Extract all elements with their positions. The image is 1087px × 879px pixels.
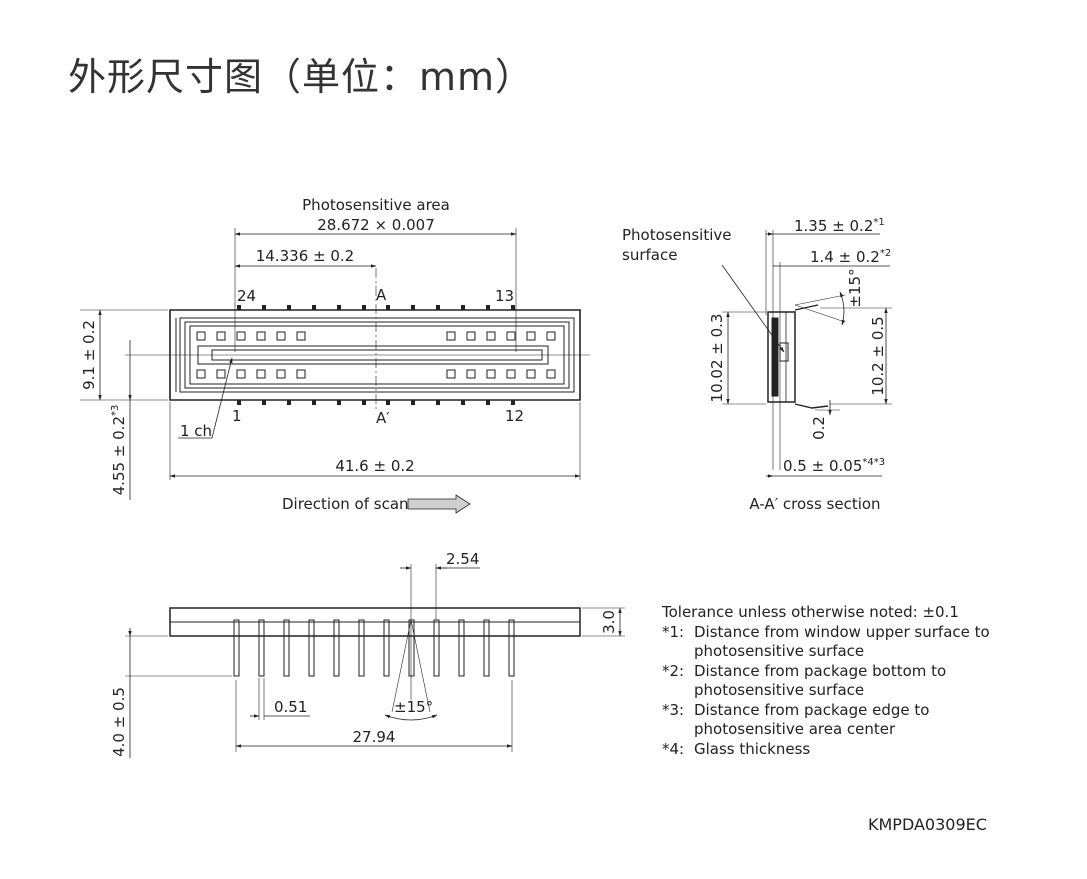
note-1: *1:Distance from window upper surface to (662, 622, 990, 641)
page-title: 外形尺寸图（单位：mm） (68, 55, 535, 99)
note-1-cont: photosensitive surface (694, 642, 865, 660)
top-view (80, 228, 590, 514)
pin-label-13: 13 (495, 287, 514, 305)
package-outline (169, 309, 581, 401)
height-dimension: 9.1 ± 0.2 (80, 320, 98, 390)
note-2-cont: photosensitive surface (694, 681, 865, 699)
lead-thickness-dimension: 0.2 (810, 416, 828, 440)
pin-label-24: 24 (237, 287, 256, 305)
tolerance-note: Tolerance unless otherwise noted: ±0.1 (662, 603, 959, 621)
note-3-cont: photosensitive area center (694, 720, 896, 738)
lead-length-dimension: 4.0 ± 0.5 (110, 687, 128, 757)
scan-label: Direction of scan (282, 495, 409, 513)
half-dimension: 14.336 ± 0.2 (256, 247, 354, 265)
area-label: Photosensitive area (302, 196, 450, 214)
cross-section-view (721, 230, 892, 478)
scan-arrow (407, 494, 471, 514)
surface-label-2: surface (622, 246, 677, 264)
pins-bottom (237, 400, 515, 405)
cross-angle: ±15° (846, 268, 864, 307)
window-dimension: 1.35 ± 0.2*1 (794, 217, 885, 235)
pad-row-top (196, 331, 556, 341)
thickness-dimension: 3.0 (600, 610, 618, 634)
ch-label: 1 ch (180, 422, 212, 440)
width-dimension: 41.6 ± 0.2 (335, 457, 414, 475)
pins-top (237, 305, 515, 310)
lead-width-dimension: 0.51 (274, 698, 307, 716)
note-4: *4:Glass thickness (662, 739, 811, 758)
surface-label-1: Photosensitive (622, 226, 731, 244)
pin-label-1: 1 (232, 407, 242, 425)
span-dimension: 27.94 (353, 728, 396, 746)
notes-block: Tolerance unless otherwise noted: ±0.1 *… (662, 603, 990, 759)
pin-label-12: 12 (505, 407, 524, 425)
height-right-dimension: 10.2 ± 0.5 (869, 316, 887, 395)
glass-dimension: 0.5 ± 0.05*4*3 (783, 457, 885, 475)
section-a-label: A (376, 286, 387, 304)
side-leads (233, 619, 515, 677)
bottom-dimension: 1.4 ± 0.2*2 (810, 248, 891, 266)
pitch-dimension: 2.54 (446, 550, 479, 568)
note-2: *2:Distance from package bottom to (662, 661, 947, 680)
side-angle: ±15° (394, 698, 433, 716)
side-view (125, 564, 625, 758)
offset-dimension: 4.55 ± 0.2*3 (110, 405, 128, 496)
area-value: 28.672 × 0.007 (317, 216, 435, 234)
pad-row-bottom (196, 369, 556, 379)
section-a-prime-label: A′ (376, 409, 390, 427)
height-left-dimension: 10.02 ± 0.3 (708, 314, 726, 403)
note-3: *3:Distance from package edge to (662, 700, 930, 719)
cross-section-caption: A-A′ cross section (749, 495, 880, 513)
document-id: KMPDA0309EC (868, 815, 987, 834)
